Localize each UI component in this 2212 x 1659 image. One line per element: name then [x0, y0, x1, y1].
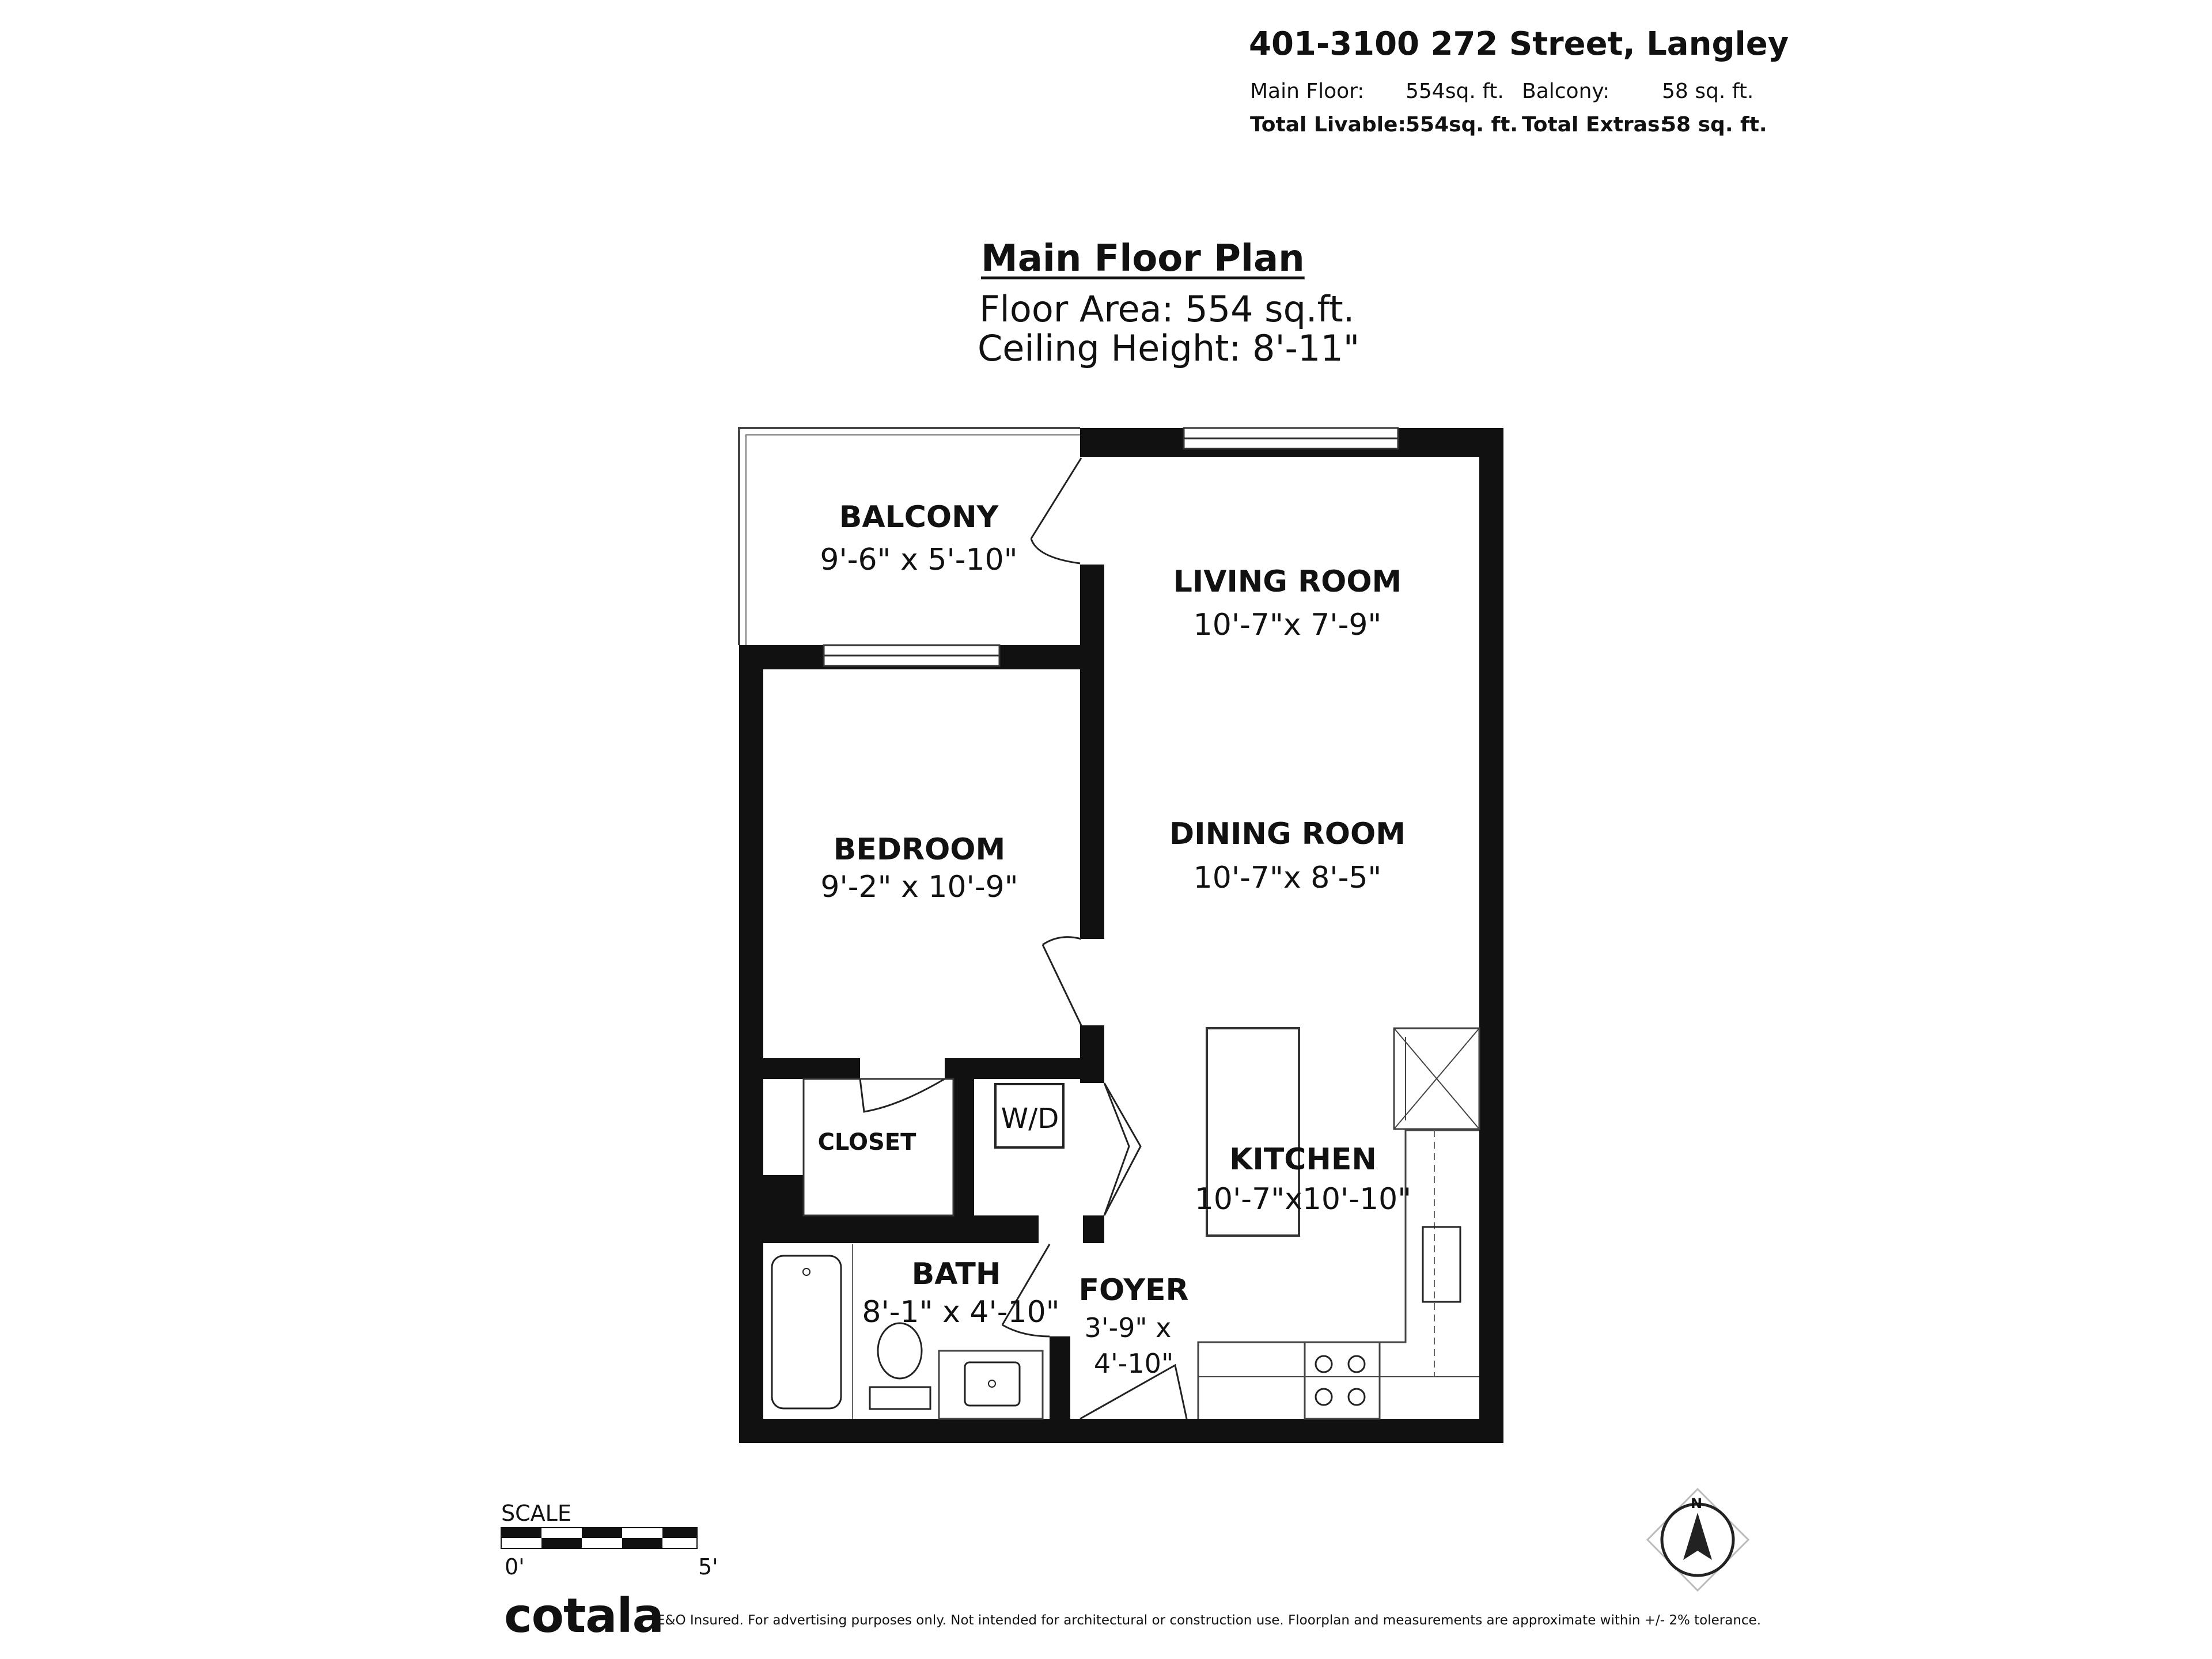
wall-living-left-upper	[1080, 428, 1104, 448]
compass	[1646, 1487, 1750, 1592]
kitchen-sink	[1422, 1226, 1461, 1303]
wall-bottom	[739, 1419, 1503, 1443]
toilet	[877, 1322, 923, 1380]
bathtub	[771, 1255, 842, 1410]
bedroom-label: BEDROOM	[833, 832, 1006, 867]
balcony-label: BALCONY	[839, 500, 999, 535]
bath-dimensions: 8'-1" x 4'-10"	[862, 1295, 1060, 1330]
door-entry	[1080, 1363, 1188, 1420]
foyer-label: FOYER	[1078, 1273, 1189, 1308]
scale-end-label: 5'	[698, 1554, 718, 1580]
scale-bar	[501, 1527, 698, 1549]
wall-closet-top	[739, 1058, 860, 1079]
living-room-dimensions: 10'-7"x 7'-9"	[1193, 608, 1382, 642]
total-extras-value: 58 sq. ft.	[1662, 113, 1767, 137]
scale-start-label: 0'	[505, 1554, 525, 1580]
balcony-label: Balcony:	[1522, 79, 1610, 103]
foyer-dimensions-line1: 3'-9" x	[1084, 1312, 1172, 1343]
wall-closet-right	[953, 1058, 974, 1228]
door-balcony	[1030, 457, 1082, 565]
bath-vanity	[938, 1350, 1044, 1420]
wall-left	[739, 645, 763, 1443]
total-livable-value: 554sq. ft.	[1406, 113, 1518, 137]
closet-label: CLOSET	[817, 1129, 916, 1156]
wd-label: W/D	[1001, 1103, 1059, 1135]
total-extras-label: Total Extras:	[1522, 113, 1668, 137]
wall-wd-right-lower	[1083, 1215, 1104, 1243]
dining-room-dimensions: 10'-7"x 8'-5"	[1193, 861, 1382, 895]
ceiling-height: Ceiling Height: 8'-11"	[978, 327, 1360, 369]
wd-box	[994, 1083, 1065, 1149]
wall-bath-right	[1050, 1336, 1070, 1443]
compass-north-label: N	[1691, 1495, 1703, 1512]
wall-living-left	[1080, 565, 1104, 939]
kitchen-dimensions: 10'-7"x10'-10"	[1194, 1182, 1412, 1217]
stove	[1304, 1341, 1381, 1420]
wall-right	[1479, 428, 1503, 1443]
kitchen-label: KITCHEN	[1229, 1142, 1377, 1177]
floor-area: Floor Area: 554 sq.ft.	[979, 288, 1355, 330]
main-floor-value: 554sq. ft.	[1406, 79, 1504, 103]
living-room-label: LIVING ROOM	[1173, 565, 1402, 599]
kitchen-island	[1206, 1027, 1300, 1237]
dining-room-label: DINING ROOM	[1169, 817, 1406, 851]
total-livable-label: Total Livable:	[1250, 113, 1406, 137]
door-bath	[1001, 1244, 1051, 1338]
door-bedroom	[1041, 936, 1082, 1026]
balcony-dimensions: 9'-6" x 5'-10"	[820, 543, 1018, 577]
disclaimer-text: E&O Insured. For advertising purposes on…	[657, 1613, 1762, 1628]
balcony-outline	[738, 427, 1080, 645]
address-title: 401-3100 272 Street, Langley	[1249, 25, 1789, 63]
bedroom-dimensions: 9'-2" x 10'-9"	[820, 870, 1018, 904]
bath-label: BATH	[911, 1257, 1001, 1291]
main-floor-label: Main Floor:	[1250, 79, 1365, 103]
brand-logo: cotala	[504, 1589, 664, 1643]
closet-inner	[802, 1078, 955, 1217]
scale-label: SCALE	[501, 1501, 571, 1526]
wall-bath-top	[739, 1215, 1039, 1243]
door-wd	[1103, 1082, 1142, 1216]
plan-title: Main Floor Plan	[981, 237, 1305, 280]
balcony-value: 58 sq. ft.	[1662, 79, 1754, 103]
door-closet	[859, 1078, 945, 1113]
foyer-dimensions-line2: 4'-10"	[1093, 1348, 1174, 1379]
kitchen-counter	[1197, 1129, 1479, 1419]
fridge	[1393, 1027, 1480, 1130]
